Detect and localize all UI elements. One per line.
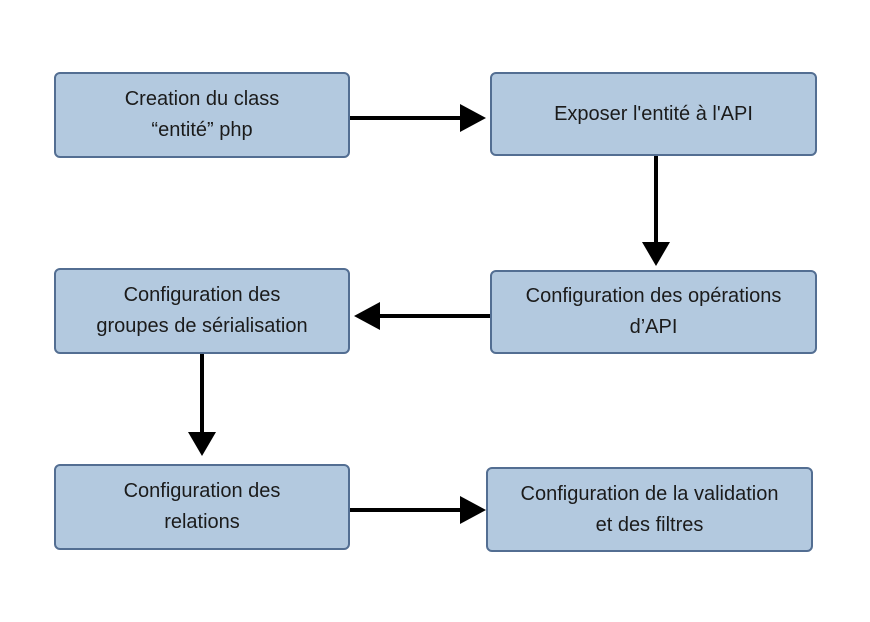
node-configure-api-operations: Configuration des opérations d’API	[490, 270, 817, 354]
node-configure-serialization-groups: Configuration des groupes de sérialisati…	[54, 268, 350, 354]
node-label: Configuration des groupes de sérialisati…	[96, 284, 308, 337]
node-expose-entity-api: Exposer l'entité à l'API	[490, 72, 817, 156]
node-label: Creation du class “entité” php	[124, 88, 280, 141]
node-label: Configuration de la validation et des fi…	[520, 482, 779, 536]
node-configure-validation-filters: Configuration de la validation et des fi…	[486, 467, 813, 552]
node-label: Configuration des opérations d’API	[525, 285, 782, 338]
edge-n1-n2	[350, 104, 486, 132]
node-configure-relations: Configuration des relations	[54, 464, 350, 550]
edge-n3-n4	[354, 302, 490, 330]
node-create-entity-class: Creation du class “entité” php	[54, 72, 350, 158]
edge-n4-n5	[188, 354, 216, 456]
node-label: Configuration des relations	[123, 480, 281, 533]
node-label: Exposer l'entité à l'API	[554, 102, 753, 125]
edge-n2-n3	[642, 156, 670, 266]
edge-n5-n6	[350, 496, 486, 524]
